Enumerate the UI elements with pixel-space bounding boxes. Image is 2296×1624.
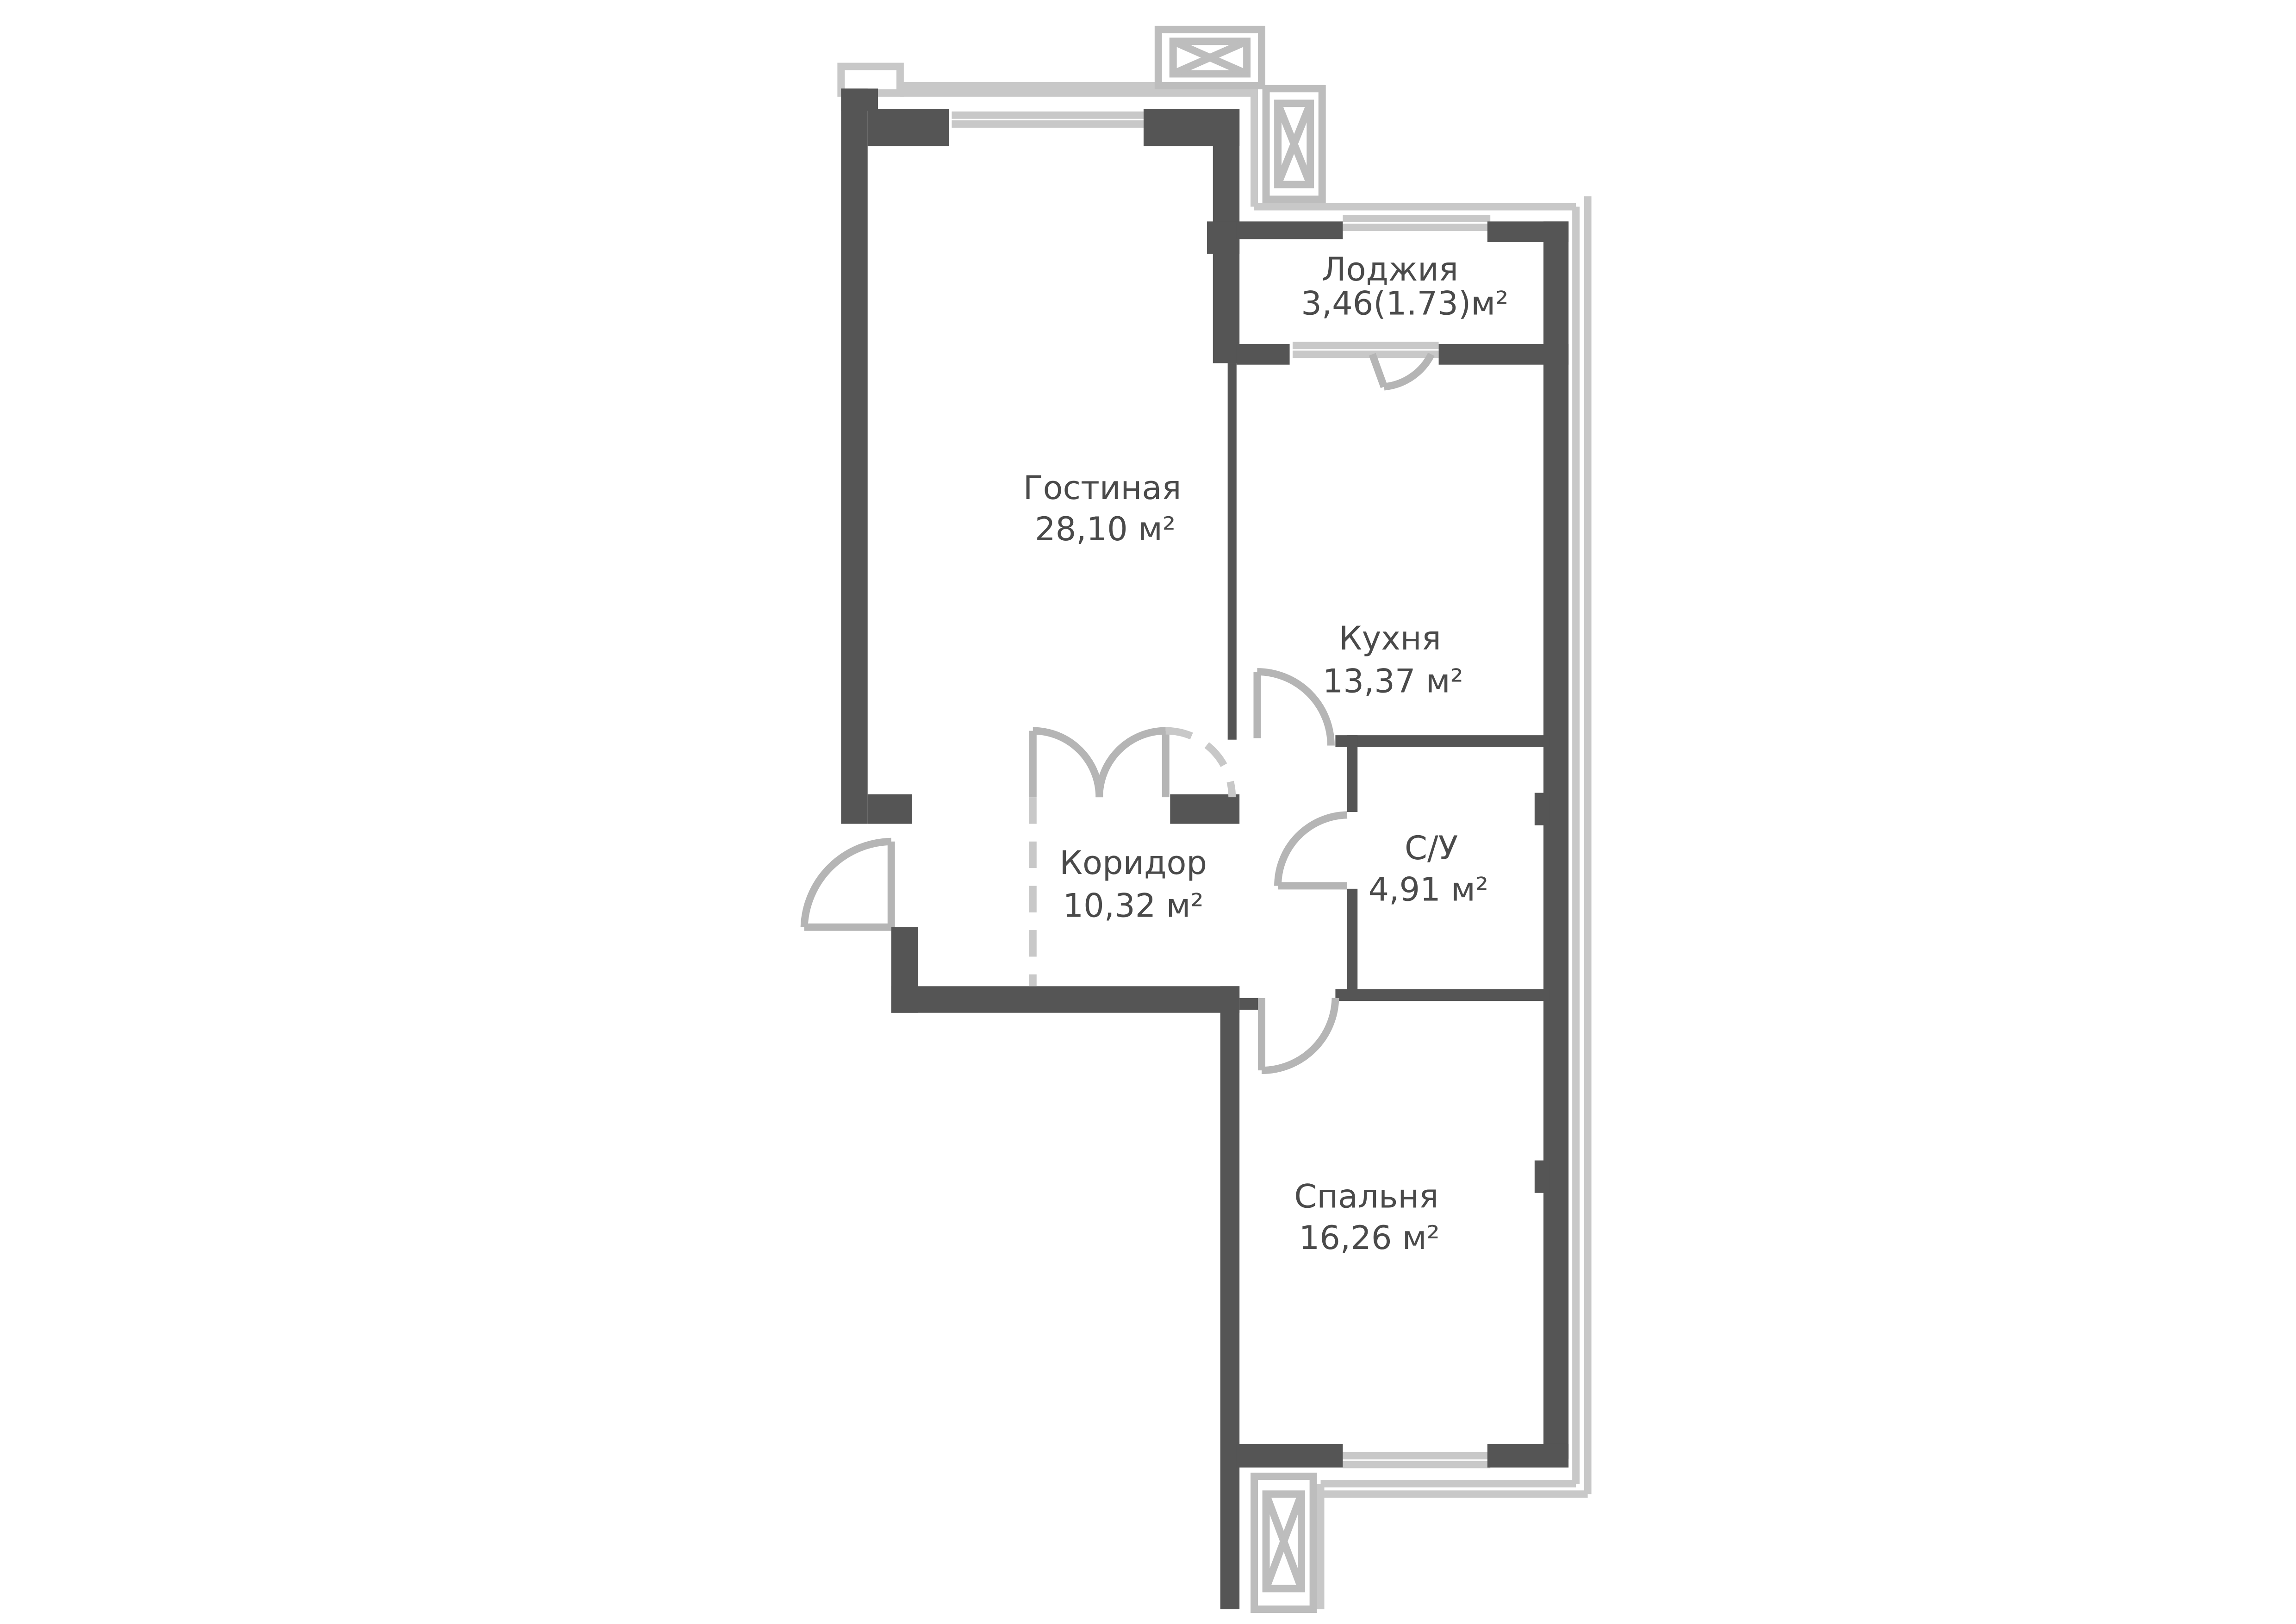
walls [841, 88, 1569, 1610]
bathroom-area: 4,91 м² [1369, 870, 1488, 908]
room-kitchen: Кухня 13,37 м² [1323, 619, 1463, 700]
room-living: Гостиная 28,10 м² [1023, 469, 1182, 548]
kitchen-area: 13,37 м² [1323, 662, 1463, 700]
bedroom-area: 16,26 м² [1299, 1219, 1440, 1257]
bathroom-name: С/У [1405, 829, 1458, 867]
living-area: 28,10 м² [1035, 510, 1176, 548]
vent-shaft-upper-right [1262, 85, 1326, 203]
loggia-area: 3,46(1.73)м² [1301, 284, 1508, 322]
corridor-name: Коридор [1059, 844, 1207, 882]
bedroom-name: Спальня [1294, 1178, 1438, 1216]
kitchen-name: Кухня [1339, 619, 1441, 657]
room-corridor: Коридор 10,32 м² [1059, 844, 1207, 924]
corridor-area: 10,32 м² [1063, 887, 1204, 924]
windows [952, 111, 1491, 1468]
vent-shaft-top [1154, 25, 1265, 89]
room-loggia: Лоджия 3,46(1.73)м² [1301, 250, 1508, 322]
room-bedroom: Спальня 16,26 м² [1294, 1178, 1439, 1257]
living-name: Гостиная [1023, 469, 1182, 507]
loggia-name: Лоджия [1322, 250, 1458, 288]
doors [800, 352, 1435, 1074]
room-bathroom: С/У 4,91 м² [1369, 829, 1488, 908]
vent-shaft-bottom [1251, 1473, 1317, 1613]
